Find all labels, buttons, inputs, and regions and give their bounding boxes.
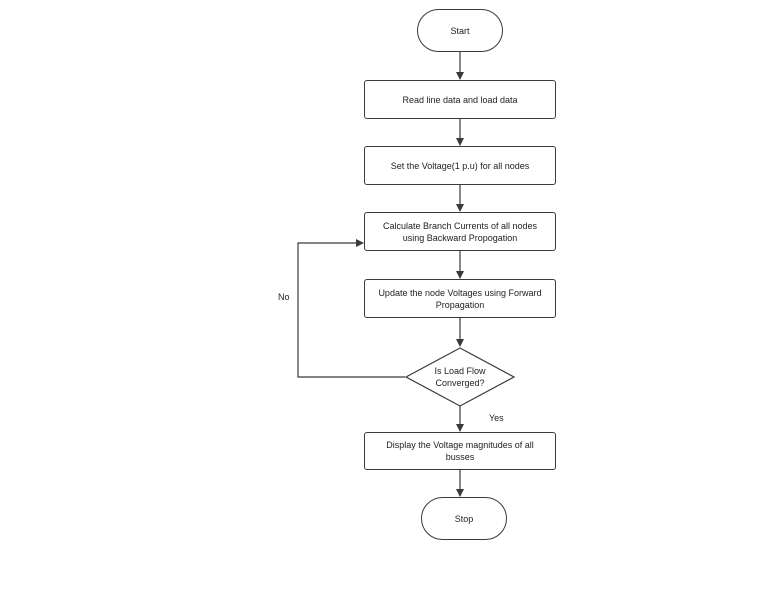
process-read-data-label: Read line data and load data xyxy=(402,94,518,105)
process-branch-currents: Calculate Branch Currents of all nodes u… xyxy=(364,212,556,251)
decision-diamond xyxy=(404,347,516,407)
process-branch-currents-line2: using Backward Propogation xyxy=(402,232,518,243)
stop-terminal: Stop xyxy=(421,497,507,540)
process-set-voltage-label: Set the Voltage(1 p.u) for all nodes xyxy=(390,160,530,171)
process-set-voltage: Set the Voltage(1 p.u) for all nodes xyxy=(364,146,556,185)
process-display-line2: busses xyxy=(445,452,475,462)
start-label: Start xyxy=(450,25,470,36)
process-read-data: Read line data and load data xyxy=(364,80,556,119)
stop-label: Stop xyxy=(454,513,474,524)
process-update-voltages-line1: Update the node Voltages using Forward xyxy=(378,287,542,298)
start-terminal: Start xyxy=(417,9,503,52)
process-branch-currents-line1: Calculate Branch Currents of all nodes xyxy=(382,220,538,231)
process-update-voltages: Update the node Voltages using Forward P… xyxy=(364,279,556,318)
label-yes: Yes xyxy=(489,413,504,423)
decision-text: Is Load Flow Converged? xyxy=(416,360,504,394)
decision-line1: Is Load Flow xyxy=(434,366,486,376)
process-display-line1: Display the Voltage magnitudes of all xyxy=(386,440,534,450)
label-no: No xyxy=(278,292,290,302)
process-display-voltages: Display the Voltage magnitudes of all bu… xyxy=(364,432,556,470)
decision-line2: Converged? xyxy=(435,378,485,388)
process-update-voltages-line2: Propagation xyxy=(435,299,485,310)
arrow-no-loop xyxy=(297,239,405,378)
